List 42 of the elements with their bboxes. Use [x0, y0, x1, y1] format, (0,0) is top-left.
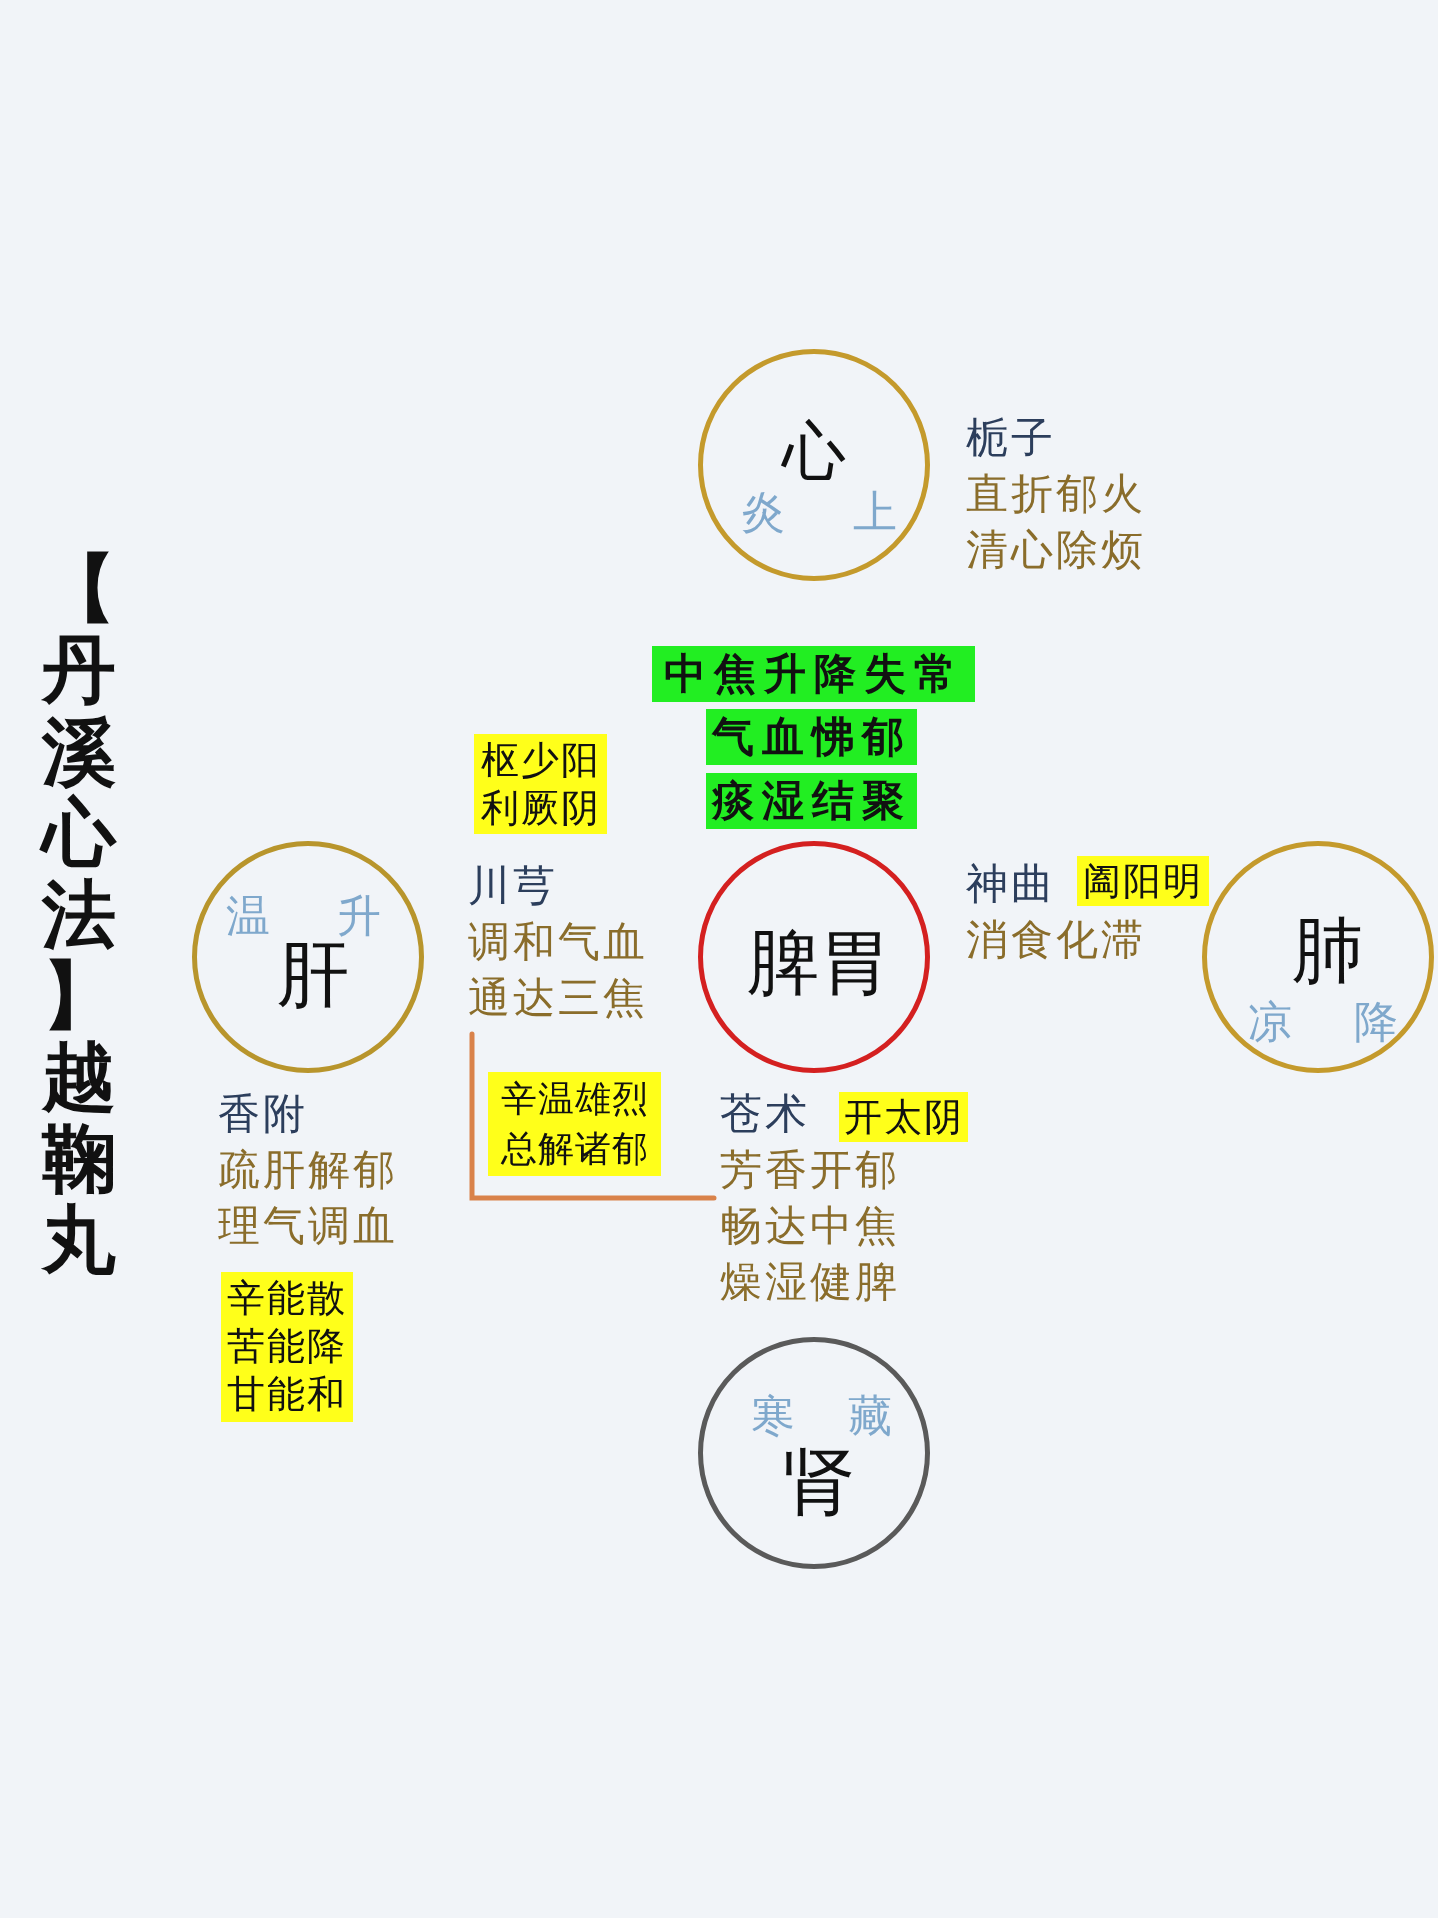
- herb-effect: 调和气血: [468, 916, 648, 968]
- connector-line: [469, 1031, 717, 1201]
- qi-label: 藏: [848, 1394, 893, 1439]
- herb-effect: 芳香开郁: [720, 1144, 900, 1196]
- highlight-note: 枢少阳利厥阴: [474, 734, 607, 834]
- qi-label: 升: [337, 893, 382, 938]
- organ-name: 肺: [1291, 914, 1364, 987]
- herb-effect: 通达三焦: [468, 972, 648, 1024]
- organ-circle: [1202, 841, 1434, 1073]
- organ-name: 脾胃: [747, 926, 891, 998]
- herb-name: 香附: [218, 1088, 308, 1140]
- pathology-banner: 气血怫郁: [706, 709, 917, 765]
- herb-name: 栀子: [966, 412, 1056, 464]
- qi-label: 上: [852, 489, 897, 534]
- herb-effect: 消食化滞: [966, 914, 1146, 966]
- organ-circle: [698, 349, 930, 581]
- qi-label: 温: [226, 893, 271, 938]
- organ-circle: [698, 841, 930, 1073]
- organ-name: 肝: [277, 937, 349, 1010]
- herb-effect: 疏肝解郁: [218, 1144, 398, 1196]
- herb-effect: 清心除烦: [966, 524, 1146, 576]
- herb-name: 川芎: [468, 860, 558, 912]
- organ-circle: [192, 841, 424, 1073]
- pathology-banner: 中焦升降失常: [652, 646, 975, 702]
- highlight-note: 阖阳明: [1077, 856, 1209, 906]
- herb-effect: 理气调血: [218, 1200, 398, 1252]
- herb-name: 神曲: [966, 858, 1056, 910]
- qi-label: 降: [1354, 1000, 1399, 1045]
- organ-name: 肾: [783, 1445, 855, 1518]
- herb-effect: 畅达中焦: [720, 1200, 900, 1252]
- highlight-note: 辛温雄烈总解诸郁: [488, 1072, 661, 1176]
- qi-label: 炎: [741, 489, 786, 534]
- organ-name: 心: [782, 419, 847, 484]
- organ-circle: [698, 1337, 930, 1569]
- herb-effect: 燥湿健脾: [720, 1256, 900, 1308]
- qi-label: 寒: [750, 1394, 795, 1439]
- herb-name: 苍术: [720, 1088, 810, 1140]
- highlight-note: 辛能散苦能降甘能和: [221, 1272, 353, 1422]
- qi-label: 凉: [1247, 1000, 1292, 1045]
- pathology-banner: 痰湿结聚: [706, 773, 917, 829]
- highlight-note: 开太阴: [839, 1092, 968, 1142]
- herb-effect: 直折郁火: [966, 468, 1146, 520]
